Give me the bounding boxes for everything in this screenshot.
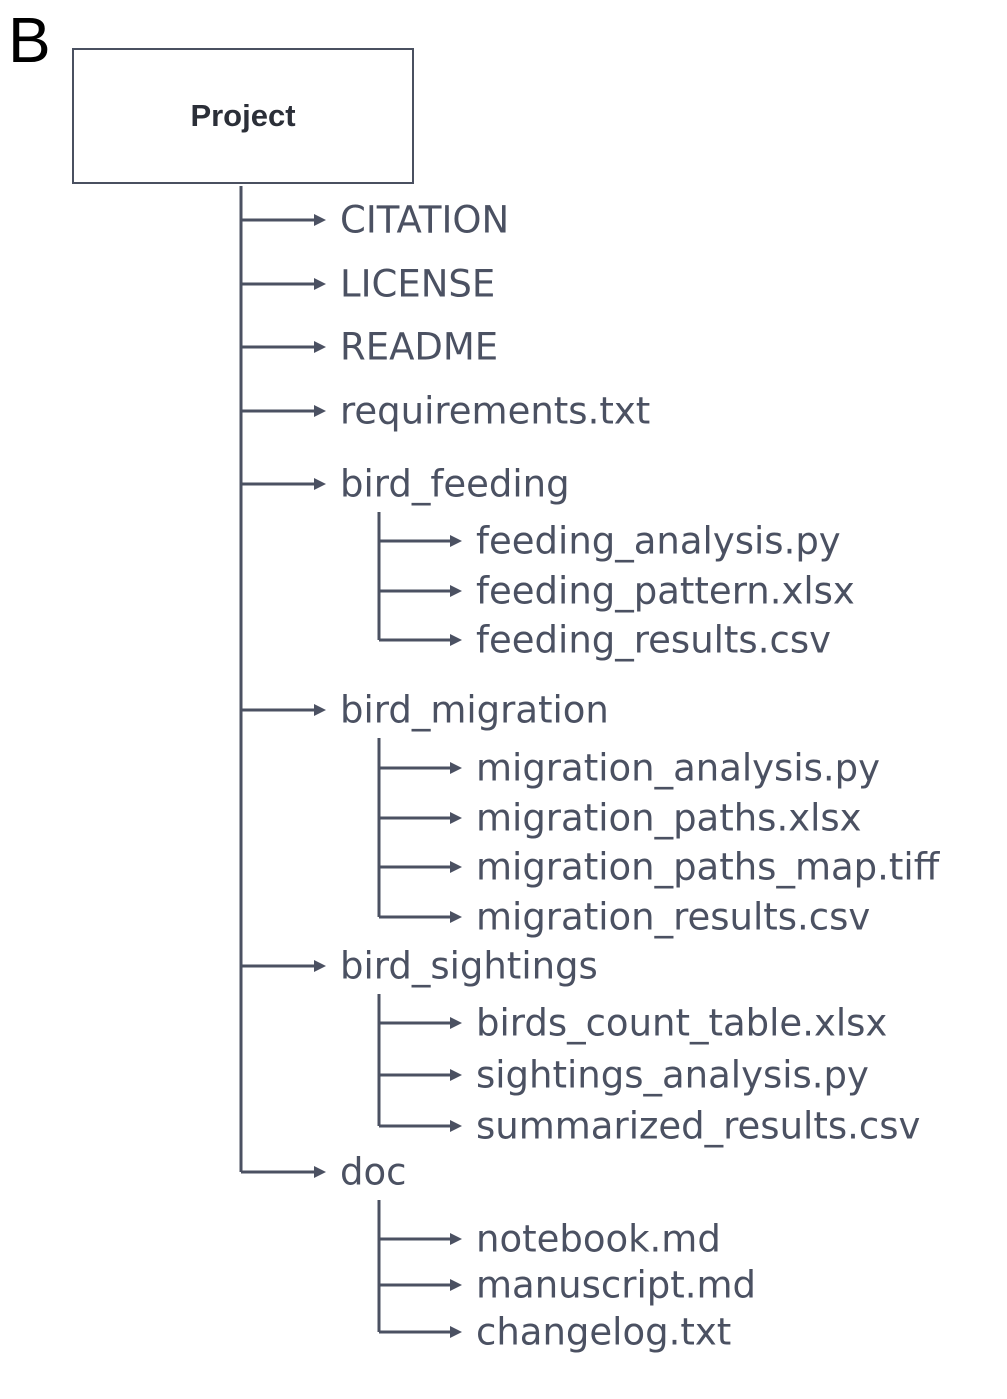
arrow-requirements-txt-arrowhead — [314, 405, 326, 417]
arrow-doc-arrowhead — [314, 1166, 326, 1178]
folder-doc: doc — [340, 1150, 407, 1194]
arrow-changelog-txt-arrowhead — [450, 1326, 462, 1338]
panel-label: B — [8, 4, 51, 76]
arrow-manuscript-md-arrowhead — [450, 1279, 462, 1291]
arrow-feeding-analysis-py-arrowhead — [450, 535, 462, 547]
arrow-migration-results-csv-arrowhead — [450, 911, 462, 923]
arrow-bird-migration-arrowhead — [314, 704, 326, 716]
arrow-citation-arrowhead — [314, 214, 326, 226]
arrow-notebook-md-arrowhead — [450, 1233, 462, 1245]
folder-bird-feeding: bird_feeding — [340, 462, 570, 506]
file-changelog-txt: changelog.txt — [476, 1310, 732, 1354]
file-feeding-pattern-xlsx: feeding_pattern.xlsx — [476, 569, 855, 613]
file-feeding-analysis-py: feeding_analysis.py — [476, 519, 841, 563]
file-birds-count-table-xlsx: birds_count_table.xlsx — [476, 1001, 888, 1045]
arrow-migration-paths-xlsx-arrowhead — [450, 812, 462, 824]
file-feeding-results-csv: feeding_results.csv — [476, 618, 831, 662]
arrow-summarized-results-csv-arrowhead — [450, 1120, 462, 1132]
project-root-label: Project — [190, 98, 296, 133]
arrow-bird-sightings-arrowhead — [314, 960, 326, 972]
arrow-feeding-pattern-xlsx-arrowhead — [450, 585, 462, 597]
arrow-bird-feeding-arrowhead — [314, 478, 326, 490]
arrow-feeding-results-csv-arrowhead — [450, 634, 462, 646]
folder-bird-sightings: bird_sightings — [340, 944, 598, 988]
file-citation: CITATION — [340, 198, 510, 242]
file-sightings-analysis-py: sightings_analysis.py — [476, 1053, 869, 1097]
arrow-sightings-analysis-py-arrowhead — [450, 1069, 462, 1081]
file-migration-results-csv: migration_results.csv — [476, 895, 871, 939]
project-root-box: Project — [72, 48, 414, 184]
file-manuscript-md: manuscript.md — [476, 1263, 757, 1307]
file-requirements-txt: requirements.txt — [340, 389, 651, 433]
file-migration-analysis-py: migration_analysis.py — [476, 746, 881, 790]
file-license: LICENSE — [340, 262, 496, 306]
file-readme: README — [340, 325, 499, 369]
file-summarized-results-csv: summarized_results.csv — [476, 1104, 921, 1148]
file-migration-paths-map-tiff: migration_paths_map.tiff — [476, 845, 940, 889]
file-notebook-md: notebook.md — [476, 1217, 721, 1261]
arrow-birds-count-table-xlsx-arrowhead — [450, 1017, 462, 1029]
file-migration-paths-xlsx: migration_paths.xlsx — [476, 796, 862, 840]
arrow-migration-analysis-py-arrowhead — [450, 762, 462, 774]
arrow-license-arrowhead — [314, 278, 326, 290]
folder-bird-migration: bird_migration — [340, 688, 609, 732]
arrow-migration-paths-map-tiff-arrowhead — [450, 861, 462, 873]
arrow-readme-arrowhead — [314, 341, 326, 353]
